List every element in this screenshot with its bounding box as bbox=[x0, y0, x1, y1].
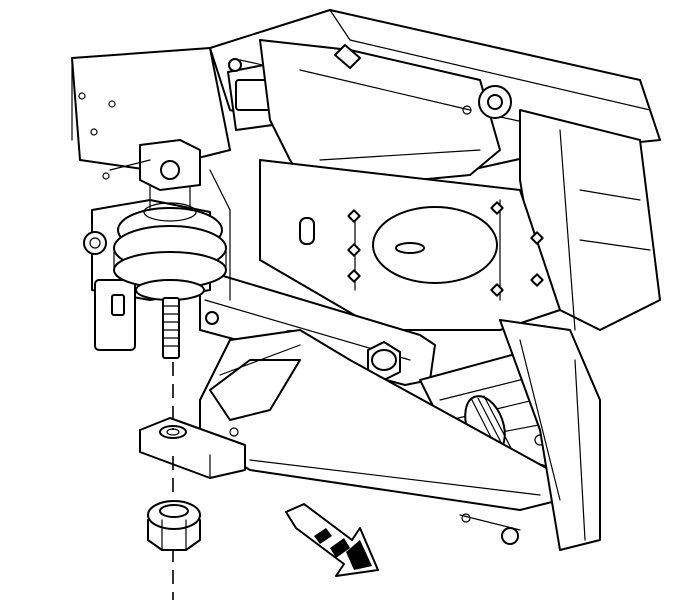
transmission-mount bbox=[83, 139, 231, 351]
rivet-row bbox=[347, 201, 544, 297]
frame-side-panel bbox=[259, 109, 661, 331]
frame-rail-left bbox=[71, 47, 231, 180]
mount-bracket bbox=[259, 39, 512, 191]
direction-arrow bbox=[285, 503, 379, 577]
mount-stud bbox=[162, 297, 180, 359]
crossmember-bolt bbox=[367, 341, 401, 381]
mount-nut bbox=[147, 500, 201, 551]
frame-rail-right bbox=[459, 319, 601, 551]
